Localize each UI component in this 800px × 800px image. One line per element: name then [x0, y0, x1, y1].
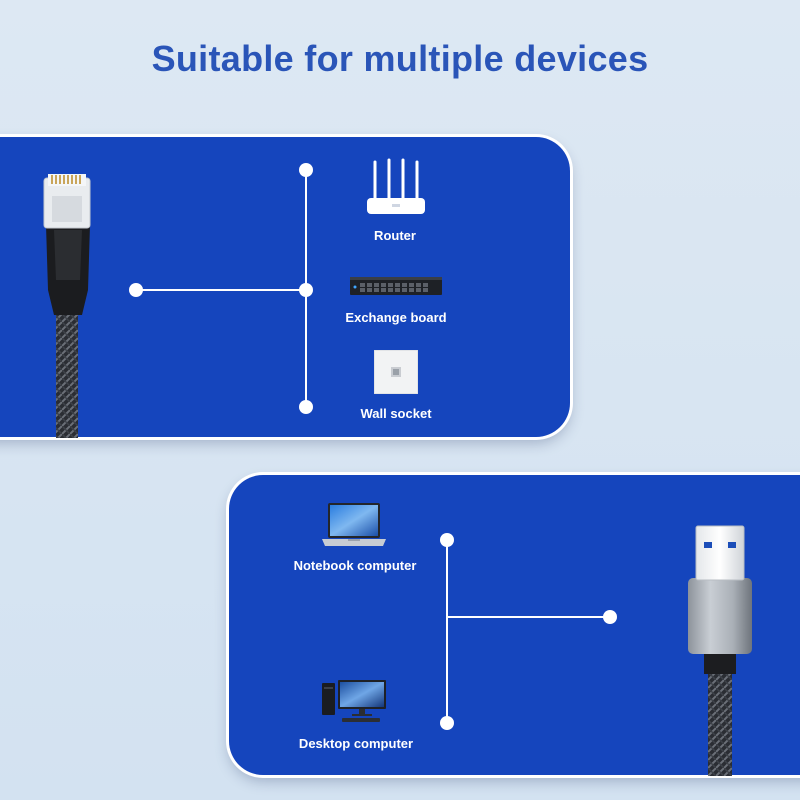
connector-dot [299, 163, 313, 177]
connector-dot [603, 610, 617, 624]
connector-line [136, 289, 306, 291]
page-title: Suitable for multiple devices [151, 38, 649, 79]
wall-socket-icon [374, 350, 418, 394]
device-label-router: Router [374, 228, 416, 243]
connector-dot [440, 716, 454, 730]
router-icon [367, 158, 425, 214]
network-switch-icon [350, 277, 442, 295]
connector-dot [299, 283, 313, 297]
rj45-ethernet-plug-icon [43, 174, 91, 438]
ethernet-devices-panel [0, 137, 570, 437]
device-label-desktop-computer: Desktop computer [298, 736, 414, 751]
device-label-wall-socket: Wall socket [360, 406, 432, 421]
device-label-notebook-computer: Notebook computer [293, 558, 417, 573]
connector-line [447, 616, 610, 618]
device-label-exchange-board: Exchange board [345, 310, 447, 325]
connector-line [446, 540, 448, 723]
laptop-icon [322, 503, 386, 546]
usb-a-plug-icon [688, 525, 752, 776]
desktop-computer-icon [322, 680, 386, 722]
connector-dot [299, 400, 313, 414]
